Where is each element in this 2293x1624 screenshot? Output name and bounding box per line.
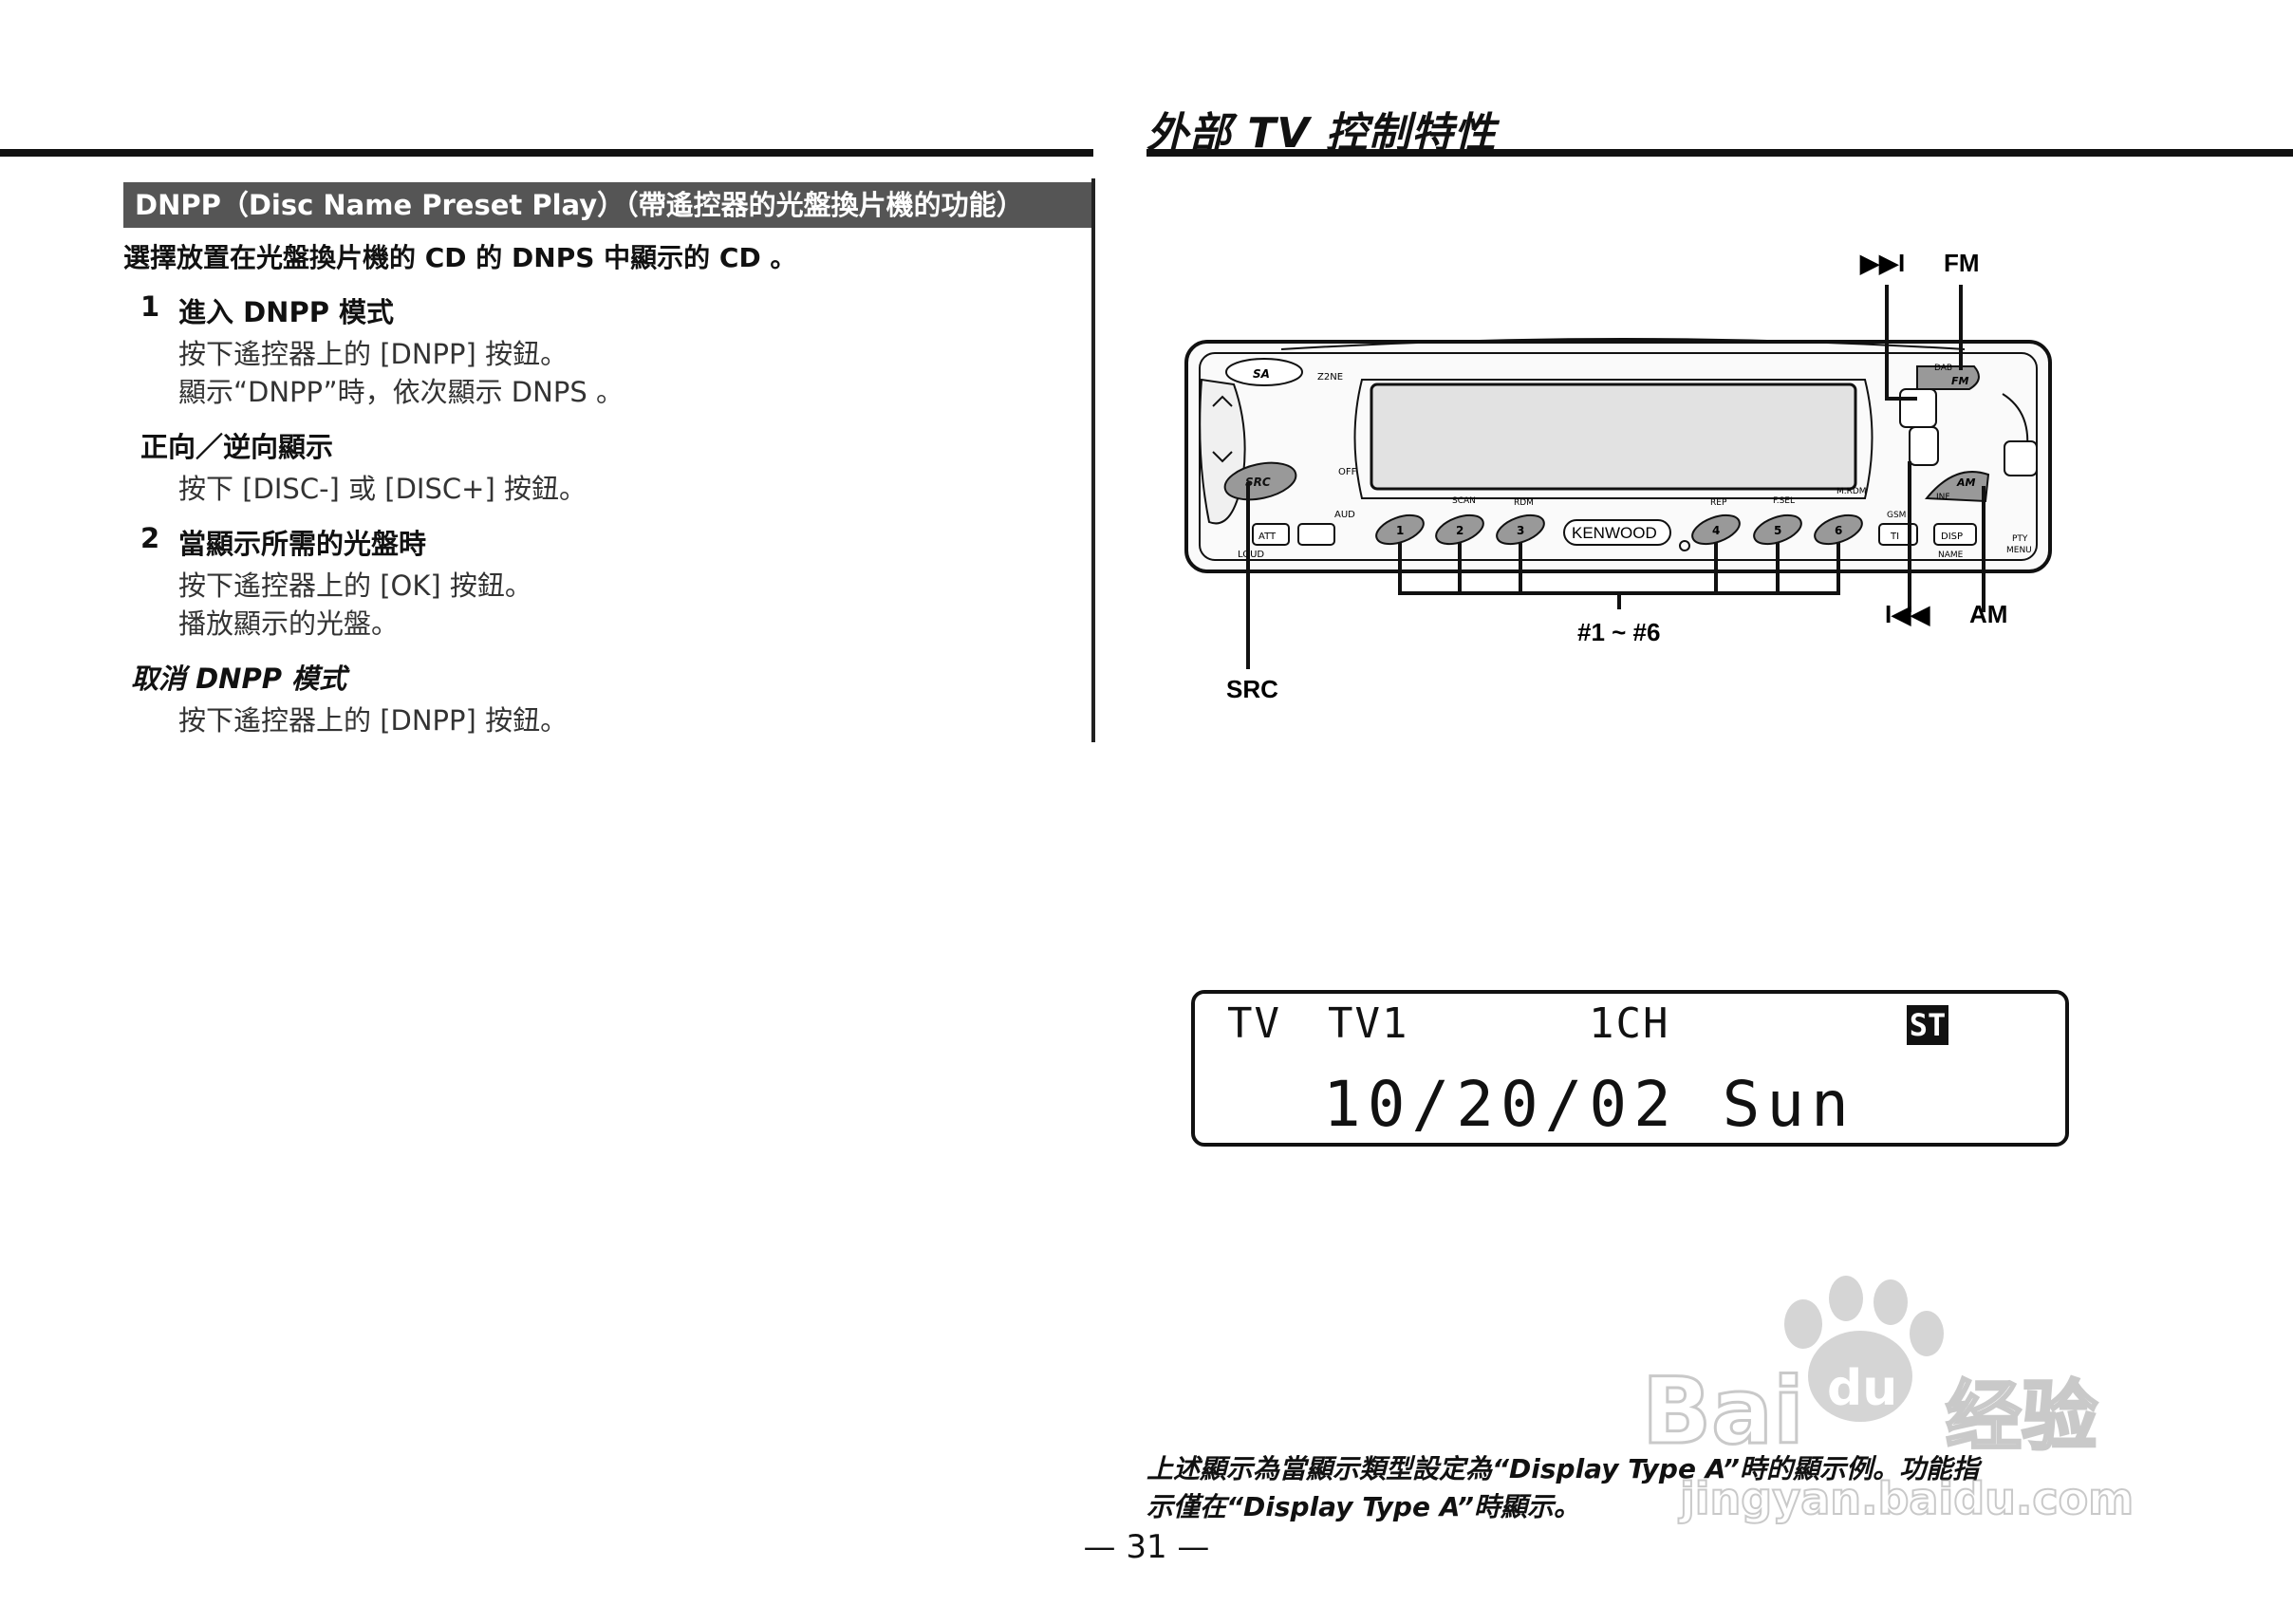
src-button-label: SRC [1245, 476, 1271, 489]
next-track-button [1899, 388, 1937, 428]
column-divider [1091, 178, 1095, 742]
lcd-band: TV1 [1328, 999, 1409, 1048]
prev-callout-label: I◀◀ [1885, 600, 1930, 628]
gsm-label: GSM [1887, 511, 1906, 520]
step-2-title: 當顯示所需的光盤時 [178, 528, 427, 560]
scan-label: SCAN [1452, 496, 1476, 506]
cancel-heading: 取消 DNPP 模式 [131, 663, 347, 695]
lcd-channel: 1CH [1589, 999, 1670, 1048]
am-callout-label: AM [1969, 600, 2007, 628]
preset-label-5: 5 [1774, 524, 1781, 537]
disp-label: DISP [1941, 532, 1963, 542]
page-number: — 31 — [1083, 1528, 1210, 1566]
mrdm-label: M.RDM [1836, 487, 1867, 496]
pty-label: PTY [2012, 534, 2028, 544]
ti-label: TI [1890, 532, 1899, 542]
section-intro: 選擇放置在光盤換片機的 CD 的 DNPS 中顯示的 CD 。 [123, 242, 797, 273]
direction-heading: 正向／逆向顯示 [140, 431, 334, 463]
loud-label: LOUD [1238, 550, 1264, 560]
preset-label-2: 2 [1456, 524, 1463, 537]
callout-lines [1246, 285, 1985, 669]
section-title-bar: DNPP（Disc Name Preset Play）（帶遙控器的光盤換片機的功… [123, 182, 1091, 228]
dab-label: DAB [1934, 364, 1952, 373]
preset-label-3: 3 [1517, 524, 1524, 537]
lcd-display: TV TV1 1CH ST 10/20/02 Sun [1191, 990, 2069, 1147]
rdm-label: RDM [1514, 498, 1534, 508]
aud-label: AUD [1334, 510, 1355, 520]
sa-label: SA [1253, 367, 1270, 381]
note-line-1: 上述顯示為當顯示類型設定為“Display Type A”時的顯示例。功能指 [1146, 1453, 1979, 1484]
step-2-number: 2 [140, 522, 160, 554]
fm-callout-label: FM [1944, 249, 1980, 277]
preset-button-2: 2 [1435, 513, 1484, 546]
sa-button: SA [1225, 358, 1303, 386]
disp-button: DISP [1933, 523, 1977, 546]
preset-label-1: 1 [1396, 524, 1404, 537]
rep-label: REP [1710, 498, 1727, 508]
step-1-title: 進入 DNPP 模式 [178, 296, 395, 328]
am-button: AM INF [1924, 471, 1990, 503]
preset-label-6: 6 [1835, 524, 1842, 537]
next-callout-label: ▶▶I [1859, 249, 1905, 277]
step-2-line-2: 播放顯示的光盤。 [178, 607, 400, 640]
src-button: SRC [1223, 461, 1297, 501]
lcd-source: TV [1227, 999, 1281, 1048]
mute-button [1297, 523, 1335, 546]
play-pause-button [2004, 440, 2038, 476]
receiver-dot [1679, 540, 1690, 551]
preset-button-1: 1 [1375, 513, 1425, 546]
prev-track-button [1909, 426, 1939, 466]
step-1-number: 1 [140, 290, 160, 323]
att-label: ATT [1258, 532, 1277, 542]
header-rule-left [0, 149, 1093, 157]
name-label: NAME [1938, 551, 1964, 560]
menu-label: MENU [2006, 546, 2032, 555]
head-unit-diagram: SA Z2NE OFF AUD LOUD SRC ATT SCAN RDM RE… [1184, 249, 2052, 703]
off-label: OFF [1338, 467, 1357, 477]
preset-buttons: 1 2 3 4 5 6 [1375, 513, 1863, 546]
brand-plate: KENWOOD [1563, 519, 1671, 546]
step-1-line-2: 顯示“DNPP”時，依次顯示 DNPS 。 [178, 376, 624, 408]
lcd-date: 10/20/02 Sun [1323, 1068, 1855, 1141]
watermark-brand-cn: 经验 [1946, 1372, 2097, 1461]
baidu-watermark: Bai du 经验 jingyan.baidu.com [1641, 1276, 2135, 1525]
brand-name: KENWOOD [1572, 524, 1657, 542]
zone-label: Z2NE [1317, 372, 1343, 383]
header-rule-right [1146, 149, 2293, 157]
head-unit-faceplate [1184, 338, 2052, 573]
am-button-label: AM [1956, 476, 1976, 489]
watermark-brand-du: du [1827, 1360, 1897, 1417]
lcd-stereo-indicator: ST [1907, 1005, 1948, 1045]
att-button: ATT [1252, 523, 1290, 546]
fm-button: DAB FM [1916, 364, 1980, 390]
note-line-2: 示僅在“Display Type A”時顯示。 [1146, 1491, 1580, 1522]
fsel-label: F.SEL [1773, 496, 1795, 506]
preset-button-4: 4 [1691, 513, 1741, 546]
presets-callout-label: #1 ~ #6 [1577, 618, 1660, 646]
fm-button-label: FM [1951, 375, 1969, 387]
direction-line: 按下 [DISC-] 或 [DISC+] 按鈕。 [178, 473, 587, 505]
preset-label-4: 4 [1712, 524, 1720, 537]
step-1-line-1: 按下遙控器上的 [DNPP] 按鈕。 [178, 338, 569, 370]
paw-icon [1784, 1276, 1944, 1422]
step-2-line-1: 按下遙控器上的 [OK] 按鈕。 [178, 569, 532, 602]
preset-button-5: 5 [1753, 513, 1802, 546]
preset-button-6: 6 [1814, 513, 1863, 546]
inf-label: INF [1936, 493, 1950, 502]
watermark-url: jingyan.baidu.com [1678, 1473, 2134, 1524]
preset-button-3: 3 [1496, 513, 1545, 546]
src-callout-label: SRC [1226, 675, 1278, 703]
watermark-brand: Bai [1642, 1358, 1804, 1465]
cancel-line: 按下遙控器上的 [DNPP] 按鈕。 [178, 704, 569, 737]
